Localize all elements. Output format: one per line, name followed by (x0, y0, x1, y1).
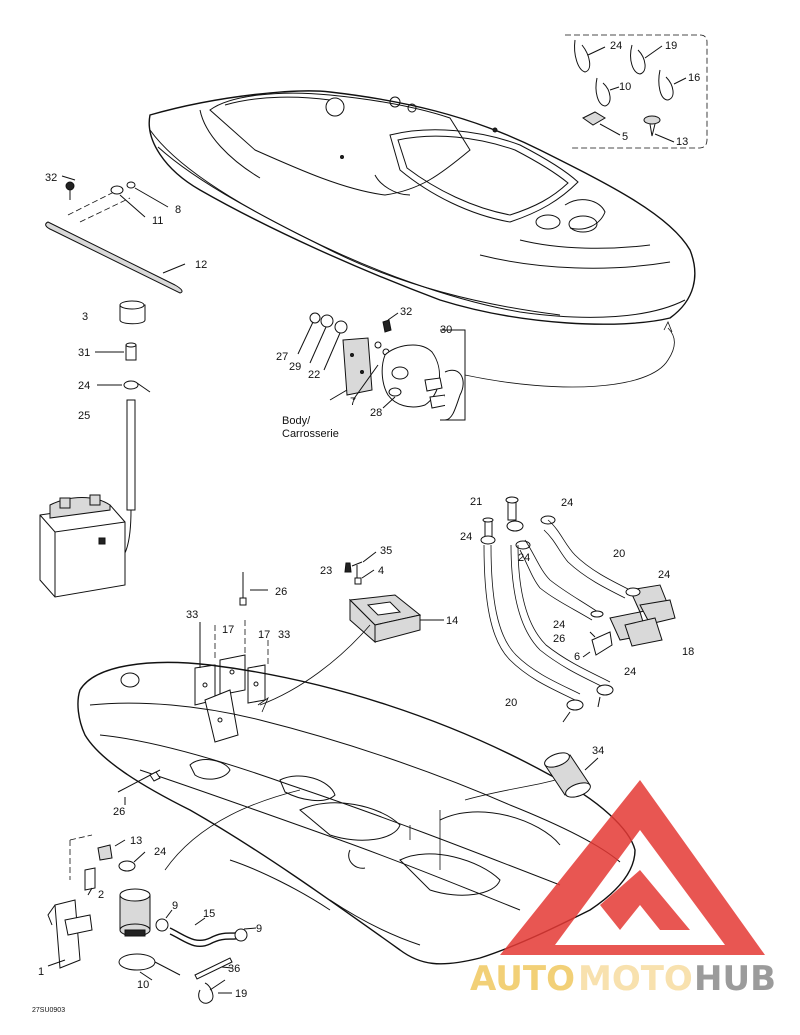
mirror-bracket-assembly (297, 312, 466, 421)
callout-13: 13 (130, 835, 142, 847)
lower-hull-drawing (77, 624, 636, 965)
watermark-logo: AUTO MOTO HUB (470, 780, 776, 999)
callout-20: 20 (613, 548, 625, 560)
diagram-code: 27SU0903 (32, 1007, 65, 1014)
callout-24: 24 (460, 531, 472, 543)
arrowhead (663, 321, 673, 333)
callout-1: 1 (38, 966, 44, 978)
callout-24: 24 (624, 666, 636, 678)
watermark-triangle-icon (500, 780, 765, 955)
callout-24: 24 (553, 619, 565, 631)
callout-4: 4 (378, 565, 384, 577)
callout-19: 19 (235, 988, 247, 1000)
callout-24: 24 (518, 552, 530, 564)
callout-15: 15 (203, 908, 215, 920)
callout-12: 12 (195, 259, 207, 271)
callout-20: 20 (505, 697, 517, 709)
callout-11: 11 (152, 215, 163, 227)
callout-25: 25 (78, 410, 90, 422)
callout-32: 32 (400, 306, 412, 318)
callout-24: 24 (561, 497, 573, 509)
callout-9: 9 (172, 900, 178, 912)
callout-5: 5 (622, 131, 628, 143)
callout-16: 16 (688, 72, 700, 84)
callout-2: 2 (98, 889, 104, 901)
callout-36: 36 (228, 963, 240, 975)
callout-24: 24 (610, 40, 622, 52)
callout-32: 32 (45, 172, 57, 184)
callout-18: 18 (682, 646, 694, 658)
watermark-moto: MOTO (578, 959, 693, 999)
callout-21: 21 (470, 496, 482, 508)
watermark-auto: AUTO (470, 959, 575, 999)
body-label-french: Carrosserie (282, 428, 339, 440)
fuel-line-assembly (480, 496, 676, 723)
battery-vent-assembly (39, 300, 151, 598)
watermark-hub: HUB (694, 959, 776, 999)
callout-13: 13 (676, 136, 688, 148)
callout-22: 22 (308, 369, 320, 381)
callout-26: 26 (113, 806, 125, 818)
callout-28: 28 (370, 407, 382, 419)
callout-35: 35 (380, 545, 392, 557)
callout-17: 17 (222, 624, 234, 636)
callout-9: 9 (256, 923, 262, 935)
callout-27: 27 (276, 351, 288, 363)
callout-6: 6 (574, 651, 580, 663)
callout-7: 7 (350, 396, 356, 408)
callout-26: 26 (553, 633, 565, 645)
callout-34: 34 (592, 745, 604, 757)
callout-numbers: 24 19 10 16 5 13 32 8 11 12 3 31 24 25 3… (32, 40, 700, 1014)
clamps-inset (565, 34, 708, 149)
callout-10: 10 (619, 81, 631, 93)
screw-26-lower (117, 769, 161, 805)
mounting-brackets (194, 572, 269, 743)
assembly-arrow-top (464, 327, 675, 388)
callout-19: 19 (665, 40, 677, 52)
callout-30: 30 (440, 324, 452, 336)
callout-24: 24 (658, 569, 670, 581)
callout-33: 33 (186, 609, 198, 621)
body-label: Body/ (282, 415, 311, 427)
bilge-pump-assembly (47, 834, 257, 1004)
callout-17: 17 (258, 629, 270, 641)
callout-14: 14 (446, 615, 458, 627)
callout-33: 33 (278, 629, 290, 641)
callout-3: 3 (82, 311, 88, 323)
callout-24: 24 (154, 846, 166, 858)
callout-8: 8 (175, 204, 181, 216)
callout-26: 26 (275, 586, 287, 598)
callout-10: 10 (137, 979, 149, 991)
callout-31: 31 (78, 347, 90, 359)
upper-body-drawing (148, 90, 696, 325)
electrical-box-assembly (344, 551, 444, 644)
callout-29: 29 (289, 361, 301, 373)
callout-24: 24 (78, 380, 90, 392)
rub-rail (45, 175, 186, 294)
callout-23: 23 (320, 565, 332, 577)
sleeve-part (544, 752, 599, 798)
